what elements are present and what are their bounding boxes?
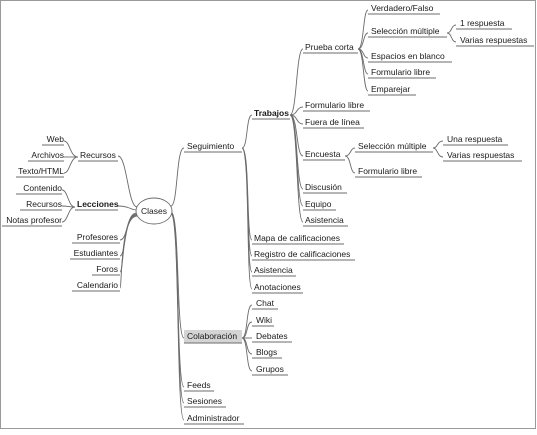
node-emparejar[interactable]: Emparejar — [371, 84, 410, 94]
node-seguimiento[interactable]: Seguimiento — [187, 141, 235, 151]
node-fuera-de-linea[interactable]: Fuera de línea — [305, 117, 360, 127]
node-grupos[interactable]: Grupos — [256, 364, 284, 374]
node-feeds[interactable]: Feeds — [187, 380, 211, 390]
node-chat[interactable]: Chat — [256, 298, 275, 308]
node-formulario-libre-encuesta[interactable]: Formulario libre — [358, 166, 417, 176]
node-asistencia-seguimiento[interactable]: Asistencia — [254, 265, 293, 275]
root-node[interactable] — [135, 197, 173, 225]
node-lecciones[interactable]: Lecciones — [77, 199, 119, 209]
node-texto-html[interactable]: Texto/HTML — [18, 166, 64, 176]
node-recursos[interactable]: Recursos — [80, 150, 116, 160]
node-formulario-libre-trabajos[interactable]: Formulario libre — [305, 100, 364, 110]
node-estudiantes[interactable]: Estudiantes — [74, 248, 118, 258]
root-label: Clases — [141, 206, 167, 216]
node-recursos-lecciones[interactable]: Recursos — [26, 199, 62, 209]
node-varias-respuestas-prueba[interactable]: Varias respuestas — [460, 35, 527, 45]
node-prueba-corta[interactable]: Prueba corta — [305, 42, 354, 52]
node-formulario-libre-prueba[interactable]: Formulario libre — [371, 67, 430, 77]
node-verdadero-falso[interactable]: Verdadero/Falso — [371, 3, 434, 13]
node-1-respuesta[interactable]: 1 respuesta — [460, 18, 505, 28]
colaboracion-highlight — [184, 330, 242, 343]
node-contenido[interactable]: Contenido — [23, 183, 62, 193]
node-trabajos[interactable]: Trabajos — [254, 108, 289, 118]
node-archivos[interactable]: Archivos — [31, 150, 64, 160]
node-registro-calificaciones[interactable]: Registro de calificaciones — [254, 249, 350, 259]
node-discusion[interactable]: Discusión — [305, 182, 342, 192]
node-equipo[interactable]: Equipo — [305, 199, 332, 209]
node-colaboracion[interactable]: Colaboración — [187, 331, 237, 341]
left-branches: Recursos Web Archivos Texto/HTML Leccion… — [2, 134, 120, 292]
node-mapa-calificaciones[interactable]: Mapa de calificaciones — [254, 233, 340, 243]
node-seleccion-multiple-prueba[interactable]: Selección múltiple — [371, 26, 440, 36]
node-foros[interactable]: Foros — [96, 264, 118, 274]
right-branches: Seguimiento Trabajos Prueba corta Verdad… — [184, 3, 534, 425]
node-calendario[interactable]: Calendario — [77, 280, 118, 290]
node-asistencia-trabajos[interactable]: Asistencia — [305, 215, 344, 225]
node-debates[interactable]: Debates — [256, 331, 288, 341]
node-seleccion-multiple-encuesta[interactable]: Selección múltiple — [358, 141, 427, 151]
connectors — [61, 9, 457, 421]
node-varias-respuestas-encuesta[interactable]: Varias respuestas — [447, 150, 514, 160]
node-espacios-en-blanco[interactable]: Espacios en blanco — [371, 51, 445, 61]
node-wiki[interactable]: Wiki — [256, 315, 272, 325]
node-blogs[interactable]: Blogs — [256, 347, 277, 357]
node-administrador[interactable]: Administrador — [187, 413, 240, 423]
node-una-respuesta[interactable]: Una respuesta — [447, 134, 503, 144]
node-sesiones[interactable]: Sesiones — [187, 396, 222, 406]
node-encuesta[interactable]: Encuesta — [305, 149, 341, 159]
node-notas-profesor[interactable]: Notas profesor — [6, 215, 62, 225]
node-web[interactable]: Web — [47, 134, 65, 144]
node-anotaciones[interactable]: Anotaciones — [254, 282, 301, 292]
node-profesores[interactable]: Profesores — [77, 232, 118, 242]
